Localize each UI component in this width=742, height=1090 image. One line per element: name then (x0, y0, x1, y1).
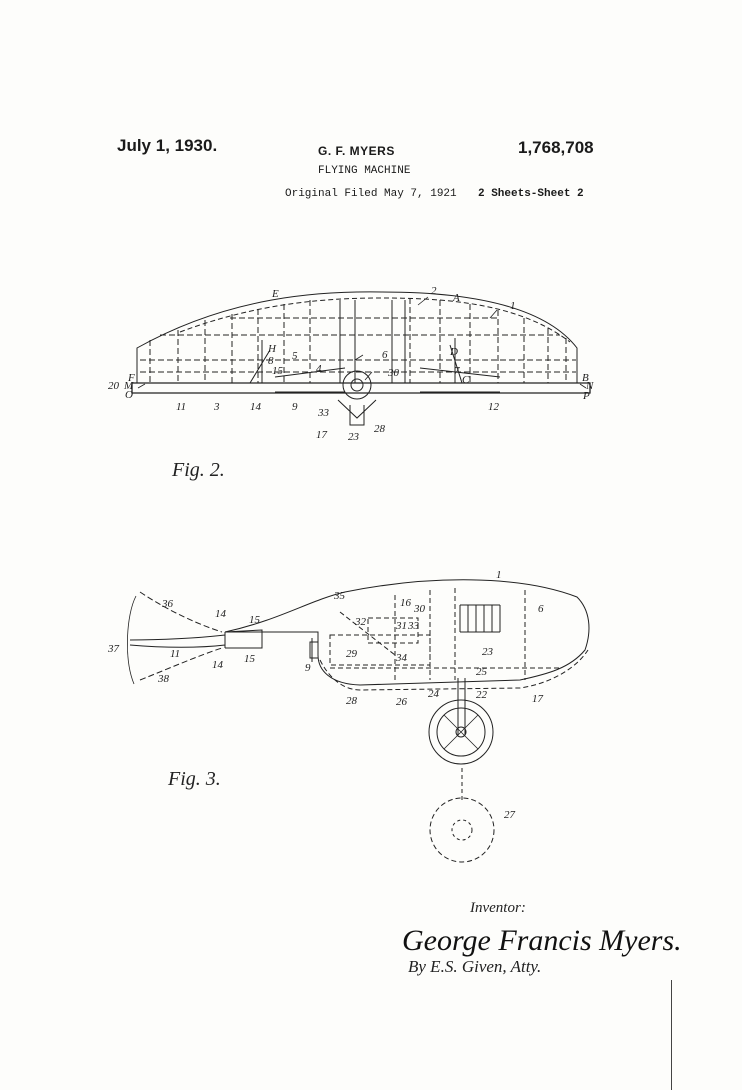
fig3-label-14b: 14 (212, 659, 224, 671)
fig3-label-9: 9 (305, 662, 311, 674)
fig3-label-26: 26 (396, 696, 408, 708)
fig3-tail-arc (127, 595, 137, 685)
fig3-tail-surface (224, 629, 263, 649)
fig2-upper-wing-outline (136, 291, 578, 384)
fig2-label-15: 15 (272, 365, 284, 377)
fig2-label-P: P (582, 390, 590, 402)
fig2-label-B: B (582, 372, 589, 384)
fig3-retracted-wheel (429, 797, 495, 863)
fig3-label-11: 11 (170, 648, 180, 660)
fig2-label-30: 30 (387, 367, 400, 379)
fig3-tail-fins (139, 591, 223, 681)
fig3-label-23: 23 (482, 646, 494, 658)
inventor-label: Inventor: (469, 900, 526, 916)
fig2-caption: Fig. 2. (171, 459, 225, 481)
fig3-fuselage-outline (224, 579, 590, 686)
patent-title: FLYING MACHINE (318, 165, 411, 177)
fig3-label-15a: 15 (249, 614, 261, 626)
fig3-label-14a: 14 (215, 608, 227, 620)
fig3-landing-wheel (428, 699, 494, 765)
fig2-label-33: 33 (317, 407, 330, 419)
fig2-label-6: 6 (382, 349, 388, 361)
fig3-label-24: 24 (428, 688, 440, 700)
fig2-lower-wing (131, 382, 591, 394)
fig3-drawing (127, 579, 590, 863)
fig2-label-2: 2 (431, 285, 437, 297)
fig2-label-D: D (449, 346, 458, 358)
fig3-landing-strut (457, 678, 466, 735)
fig3-label-22: 22 (476, 689, 488, 701)
fig2-label-A: A (452, 292, 460, 304)
fig3-label-6: 6 (538, 603, 544, 615)
fig3-label-36: 36 (161, 598, 174, 610)
fig2-label-H: H (267, 343, 277, 355)
fig3-label-27: 27 (504, 809, 516, 821)
fig2-label-N: N (585, 380, 594, 392)
fig2-drawing (131, 291, 591, 426)
fig2-struts (249, 338, 463, 384)
patent-number: 1,768,708 (518, 138, 594, 157)
fig2-reference-labels: E 2 A 1 H 5 8 15 4 6 30 D 7 C F 20 M O B… (108, 285, 594, 443)
sheet-count: 2 Sheets-Sheet 2 (478, 188, 584, 200)
fig2-propeller-hub (342, 370, 372, 400)
fig2-label-3: 3 (213, 401, 220, 413)
fig3-label-33: 33 (407, 620, 420, 632)
fig2-label-20: 20 (108, 380, 120, 392)
fig3-label-35: 35 (333, 590, 346, 602)
fig3-tail-boom (129, 632, 226, 648)
fig2-label-C: C (462, 374, 470, 386)
margin-line (671, 980, 672, 1090)
attorney-signature: By E.S. Given, Atty. (408, 957, 541, 976)
fig3-label-16: 16 (400, 597, 412, 609)
fig2-label-F: F (127, 372, 135, 384)
fig2-label-14: 14 (250, 401, 262, 413)
fig3-label-32: 32 (354, 616, 367, 628)
fig2-label-9: 9 (292, 401, 298, 413)
filing-date: Original Filed May 7, 1921 (285, 188, 457, 200)
fig3-label-30: 30 (413, 603, 426, 615)
fig2-label-11: 11 (176, 401, 186, 413)
fig3-label-29: 29 (346, 648, 358, 660)
fig3-label-31: 31 (395, 620, 407, 632)
fig2-label-17: 17 (316, 429, 328, 441)
fig3-label-25: 25 (476, 666, 488, 678)
fig3-label-28: 28 (346, 695, 358, 707)
fig3-engine-cabins (459, 604, 501, 633)
fig2-dashed-ribs (140, 298, 576, 383)
fig3-label-38: 38 (157, 673, 170, 685)
fig3-label-34: 34 (395, 652, 408, 664)
fig2-label-7: 7 (454, 365, 460, 377)
fig3-label-15b: 15 (244, 653, 256, 665)
fig3-lower-keel (319, 649, 589, 691)
fig2-label-12: 12 (488, 401, 500, 413)
fig2-label-O: O (125, 389, 133, 401)
fig2-fuselage (274, 367, 501, 393)
fig2-center-tower (339, 300, 406, 383)
fig2-label-1: 1 (510, 300, 516, 312)
fig3-reference-labels: 1 35 16 30 6 32 31 33 29 34 23 25 36 14 … (107, 569, 544, 821)
fig2-label-4: 4 (316, 363, 322, 375)
fig3-label-37: 37 (107, 643, 120, 655)
inventor-signature: George Francis Myers. (402, 924, 682, 957)
fig2-label-E: E (271, 288, 279, 300)
fig2-wing-inner-curve (179, 297, 571, 343)
fig2-label-8: 8 (268, 355, 274, 367)
fig2-leader-lines (137, 296, 587, 389)
fig3-label-17: 17 (532, 693, 544, 705)
fig2-label-28: 28 (374, 423, 386, 435)
fig3-interior-dashes (329, 588, 560, 680)
fig3-propeller (309, 638, 318, 662)
fig3-label-1: 1 (496, 569, 502, 581)
fig2-label-23: 23 (348, 431, 360, 443)
fig2-label-5: 5 (292, 350, 298, 362)
patent-date: July 1, 1930. (117, 136, 218, 155)
fig2-label-M: M (123, 380, 134, 392)
inventor-name: G. F. MYERS (318, 144, 395, 158)
fig2-rudder-keel (337, 399, 377, 426)
fig3-caption: Fig. 3. (167, 768, 221, 790)
